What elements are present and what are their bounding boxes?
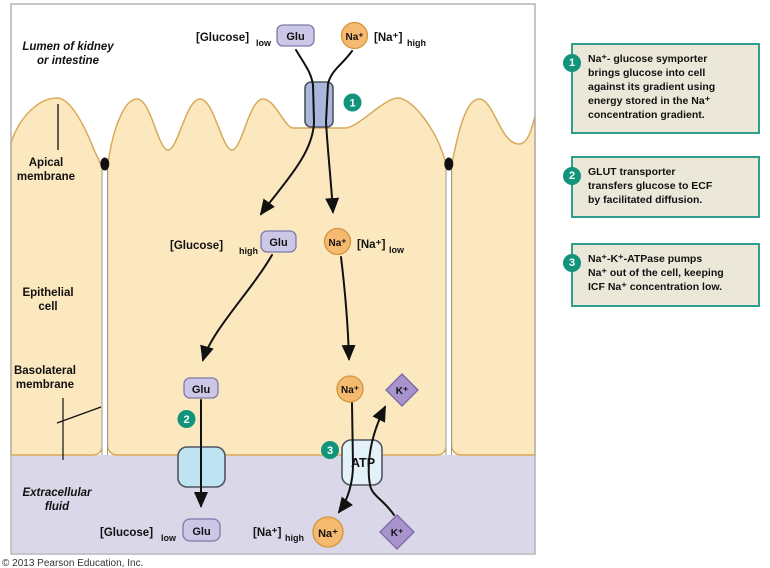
- lumen-label: or intestine: [37, 55, 100, 67]
- epithelial-cell-right: [450, 98, 536, 456]
- glu-label: Glu: [192, 384, 210, 396]
- sodium-ion-ecf: [312, 516, 344, 548]
- epithelial-cell-middle: [106, 97, 448, 456]
- sodium-to-basolateral-arrow: [340, 256, 356, 361]
- callout-1-text: against its gradient using: [588, 81, 716, 93]
- region-labels: Lumen of kidney or intestine Apical memb…: [14, 41, 114, 513]
- glucose-pill-cell: [260, 230, 297, 253]
- callout-3-text: Na⁺ out of the cell, keeping: [588, 267, 724, 279]
- potassium-ions: K⁺ K⁺: [379, 373, 419, 550]
- na-label: Na⁺: [318, 528, 338, 540]
- callout-2-badge: 2: [563, 167, 581, 185]
- apical-membrane-label: Apical: [29, 157, 64, 169]
- na-ecf-level: high: [285, 533, 304, 543]
- callout-box-1: 1 Na⁺- glucose symporter brings glucose …: [563, 43, 760, 134]
- paracellular-channel: [102, 170, 108, 455]
- glucose-lumen-label: [Glucose]: [196, 32, 249, 44]
- step-2-badge: [177, 410, 196, 428]
- tight-junction-dot: [444, 157, 454, 171]
- callout-1-badge: 1: [563, 54, 581, 72]
- atp-label: ATP: [351, 456, 375, 470]
- sodium-ions: Na⁺ Na⁺ Na⁺ Na⁺: [312, 21, 369, 548]
- tight-junction-left: [100, 157, 110, 455]
- step-1-badge: [343, 93, 362, 112]
- concentration-labels: [Glucose] low [Na⁺] high [Glucose] high …: [100, 32, 426, 543]
- extracellular-fluid-label: fluid: [45, 501, 70, 513]
- glucose-pill-ecf: [182, 518, 221, 542]
- glucose-pill-lumen: [276, 24, 315, 47]
- tight-junction-right: [444, 157, 454, 455]
- glu-label: Glu: [286, 31, 304, 43]
- potassium-ion-cell: [385, 373, 419, 407]
- sodium-pump-out-arrow: [337, 402, 355, 514]
- glucose-ecf-level: low: [161, 533, 177, 543]
- basolateral-membrane-label: Basolateral: [14, 365, 76, 377]
- tight-junction-dot: [100, 157, 110, 171]
- callout-box-3: 3 Na⁺-K⁺-ATPase pumps Na⁺ out of the cel…: [563, 243, 760, 307]
- glucose-lumen-level: low: [256, 38, 272, 48]
- sodium-ion-lumen: [340, 21, 369, 50]
- glu-label: Glu: [269, 237, 287, 249]
- callout-1-text: energy stored in the Na⁺: [588, 95, 711, 107]
- callout-1-text: Na⁺- glucose symporter: [588, 53, 708, 65]
- sodium-ion-basolateral: [336, 375, 364, 403]
- step-3-badge: [321, 441, 339, 459]
- callout-3-text: Na⁺-K⁺-ATPase pumps: [588, 253, 703, 265]
- epithelial-cell-left: [10, 97, 104, 456]
- step-1-number: 1: [349, 98, 355, 110]
- callout-1-text: concentration gradient.: [588, 109, 705, 121]
- na-label: Na⁺: [328, 238, 346, 249]
- lumen-label: Lumen of kidney: [22, 41, 114, 53]
- na-label: Na⁺: [341, 385, 359, 396]
- callout-2-text: GLUT transporter: [588, 166, 676, 178]
- copyright-text: © 2013 Pearson Education, Inc.: [2, 558, 144, 568]
- sodium-glucose-symporter: [304, 81, 334, 128]
- panel-border: [10, 3, 536, 555]
- transport-arrows: [194, 49, 395, 516]
- step-badges: 1 2 3: [177, 93, 362, 459]
- glucose-cell-label: [Glucose]: [170, 240, 223, 252]
- potassium-pump-in-arrow: [367, 405, 395, 516]
- na-cell-label: [Na⁺]: [357, 239, 386, 251]
- glucose-to-basolateral-arrow: [200, 254, 273, 362]
- paracellular-channel: [446, 170, 452, 455]
- glucose-ecf-label: [Glucose]: [100, 527, 153, 539]
- basolateral-pointer-line: [56, 406, 102, 424]
- extracellular-fluid-region: [12, 455, 535, 553]
- step-2-number: 2: [183, 414, 189, 426]
- k-label: K⁺: [396, 386, 409, 397]
- extracellular-fluid-label: Extracellular: [22, 487, 92, 499]
- apical-membrane-label: membrane: [17, 171, 75, 183]
- callout-3-text: ICF Na⁺ concentration low.: [588, 281, 723, 293]
- epithelial-cell-label: Epithelial: [22, 287, 73, 299]
- glucose-symporter-arrow: [259, 49, 316, 216]
- na-label: Na⁺: [345, 32, 363, 43]
- epithelial-cell-label: cell: [38, 301, 57, 313]
- na-ecf-label: [Na⁺]: [253, 527, 282, 539]
- callout-1-text: brings glucose into cell: [588, 67, 706, 79]
- glucose-molecules: Glu Glu Glu Glu: [182, 24, 315, 542]
- sodium-ion-cell: [323, 227, 352, 256]
- na-lumen-label: [Na⁺]: [374, 32, 403, 44]
- sodium-symporter-arrow: [324, 50, 353, 214]
- callout-2-text: transfers glucose to ECF: [588, 180, 713, 192]
- callout-box-2: 2 GLUT transporter transfers glucose to …: [563, 156, 760, 218]
- callout-3-badge: 3: [563, 254, 581, 272]
- glucose-cell-level: high: [239, 246, 258, 256]
- callout-2-text: by facilitated diffusion.: [588, 194, 703, 206]
- na-cell-level: low: [389, 245, 405, 255]
- glu-label: Glu: [192, 526, 210, 538]
- glucose-pill-basolateral: [183, 377, 219, 399]
- k-label: K⁺: [391, 528, 404, 539]
- potassium-ion-ecf: [379, 514, 415, 550]
- step-3-number: 3: [327, 445, 333, 457]
- na-lumen-level: high: [407, 38, 426, 48]
- basolateral-membrane-label: membrane: [16, 379, 74, 391]
